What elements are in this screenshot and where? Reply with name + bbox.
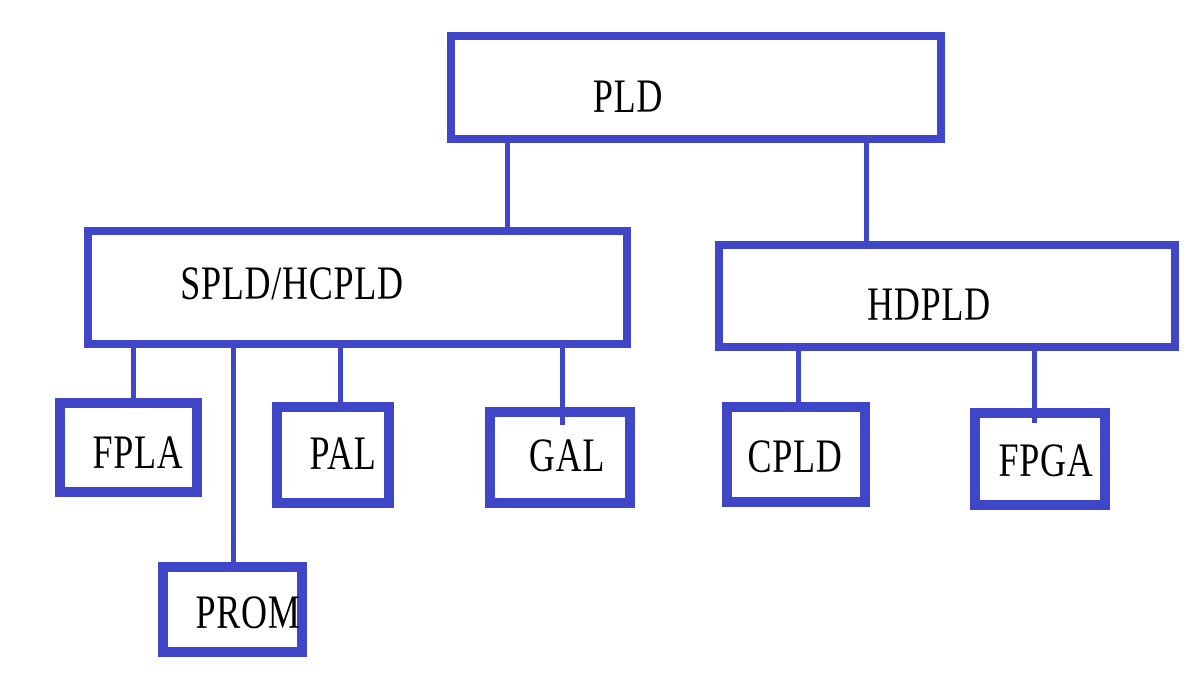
node-cpld: CPLD [722, 402, 870, 507]
node-pal-label: PAL [309, 427, 377, 480]
connector-spld-to-prom [231, 346, 236, 564]
node-hdpld-label: HDPLD [867, 278, 991, 331]
node-pld: PLD [447, 32, 945, 143]
node-pal: PAL [272, 402, 394, 508]
node-hdpld: HDPLD [715, 241, 1179, 351]
connector-hdpld-to-cpld [796, 349, 801, 405]
connector-pld-to-hdpld [864, 141, 869, 243]
node-spld-hcpld-label: SPLD/HCPLD [180, 257, 404, 310]
node-fpla: FPLA [55, 398, 202, 497]
node-pld-label: PLD [592, 70, 664, 123]
node-gal-label: GAL [528, 429, 606, 482]
connector-hdpld-to-fpga [1032, 349, 1037, 423]
node-prom: PROM [158, 562, 307, 657]
connector-spld-to-pal [338, 346, 343, 405]
node-spld-hcpld: SPLD/HCPLD [84, 227, 631, 348]
connector-spld-to-fpla [131, 346, 136, 402]
node-fpga: FPGA [970, 408, 1110, 510]
node-prom-label: PROM [195, 586, 301, 639]
connector-spld-to-gal [560, 346, 565, 425]
node-cpld-label: CPLD [747, 430, 843, 483]
node-fpla-label: FPLA [92, 426, 184, 479]
connector-pld-to-spld-hcpld [505, 141, 510, 231]
node-fpga-label: FPGA [998, 434, 1094, 487]
